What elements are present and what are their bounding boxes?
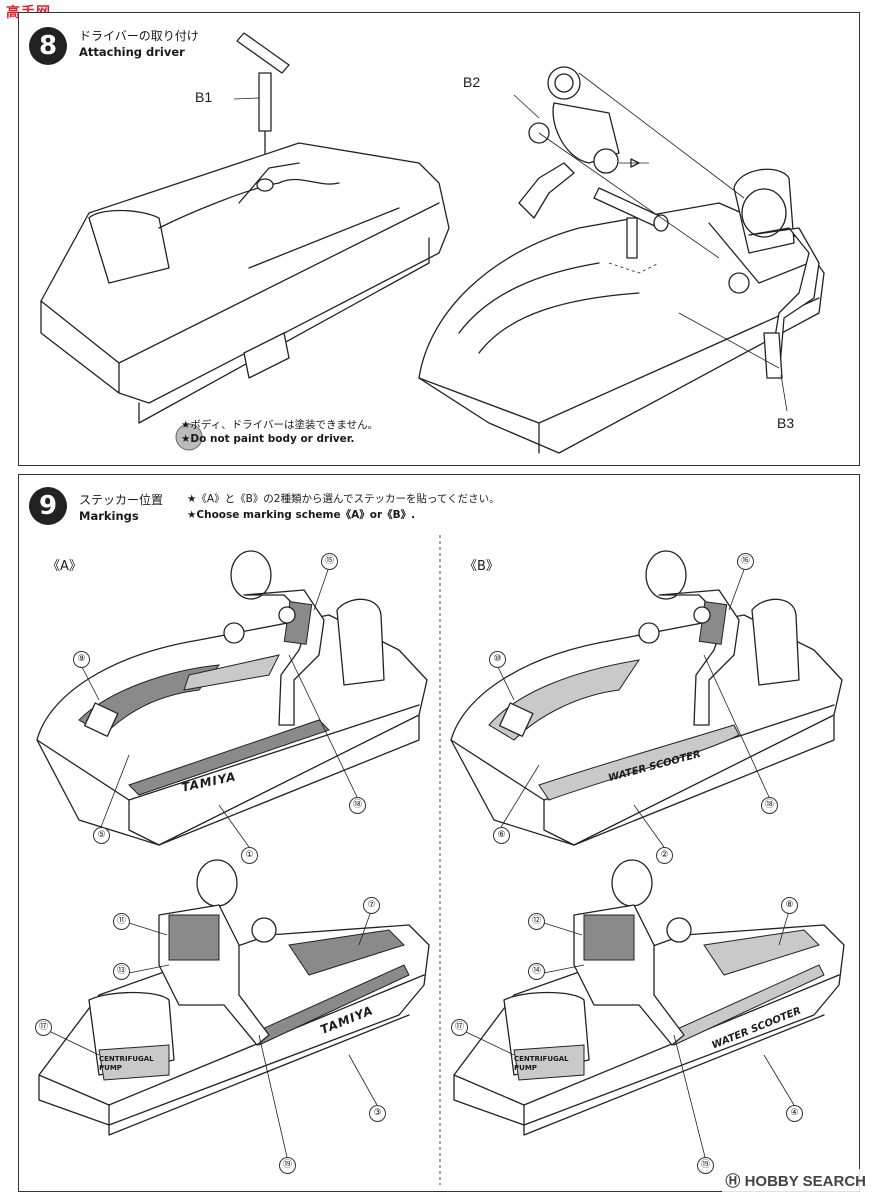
assembly-arrows xyxy=(538,72,780,369)
sticker-callout: ⑭ xyxy=(528,963,545,980)
sticker-callout: ⑮ xyxy=(321,553,338,570)
sticker-callout: ⑱ xyxy=(761,797,778,814)
sticker-callout: ⑥ xyxy=(493,827,510,844)
sticker-callout: ③ xyxy=(369,1105,386,1122)
sticker-callout: ⑩ xyxy=(489,651,506,668)
scheme-b-label: 《B》 xyxy=(464,559,499,574)
step-8-title-jp: ドライバーの取り付け xyxy=(79,29,199,43)
sticker-callout: ⑫ xyxy=(528,913,545,930)
engine-text-b: CENTRIFUGAL PUMP xyxy=(514,1055,569,1072)
hobby-search-text: HOBBY SEARCH xyxy=(744,1173,866,1190)
sticker-callout: ⑪ xyxy=(113,913,130,930)
sticker-callout: ④ xyxy=(786,1105,803,1122)
sticker-callout: ⑧ xyxy=(781,897,798,914)
sticker-callout: ⑨ xyxy=(73,651,90,668)
note-badge-icon xyxy=(175,423,203,451)
sticker-callout: ⑤ xyxy=(93,827,110,844)
handlebar-part xyxy=(593,187,669,259)
sticker-callout: ⑱ xyxy=(349,797,366,814)
sticker-callout: ⑲ xyxy=(279,1157,296,1174)
jet-ski-a-bottom xyxy=(38,859,430,1136)
step-9-title-jp: ステッカー位置 xyxy=(79,493,164,507)
scheme-a-label: 《A》 xyxy=(47,559,82,574)
hobby-search-watermark: Ⓗ HOBBY SEARCH xyxy=(722,1169,869,1192)
sticker-callout: ② xyxy=(656,847,673,864)
part-label-b1: B1 xyxy=(195,89,213,105)
sticker-leader-lines xyxy=(48,566,795,1158)
step-9-note-jp: ★《A》と《B》の2種類から選んでステッカーを貼ってください。 xyxy=(187,493,500,505)
jet-ski-b-top xyxy=(450,550,843,846)
peg-b1-part xyxy=(236,32,290,184)
engine-text-a: CENTRIFUGAL PUMP xyxy=(99,1055,154,1072)
markings-illustrations xyxy=(36,535,845,1185)
sticker-callout: ⑰ xyxy=(35,1019,52,1036)
sticker-callout: ① xyxy=(241,847,258,864)
step-8-title-en: Attaching driver xyxy=(79,45,185,59)
sticker-callout: ⑰ xyxy=(451,1019,468,1036)
driver-b2-part xyxy=(518,66,620,219)
step-9-panel: 9 ステッカー位置 Markings ★《A》と《B》の2種類から選んでステッカ… xyxy=(18,474,860,1192)
step-9-title-en: Markings xyxy=(79,509,139,523)
part-label-b2: B2 xyxy=(463,74,481,90)
sticker-callout: ⑯ xyxy=(737,553,754,570)
jet-ski-body-illustration xyxy=(40,32,825,454)
sticker-callout: ⑲ xyxy=(697,1157,714,1174)
step-number-9: 9 xyxy=(29,487,67,525)
jet-ski-left xyxy=(40,142,450,424)
note-jp: ★ボディ、ドライバーは塗装できません。 xyxy=(181,419,379,431)
sticker-callout: ⑬ xyxy=(113,963,130,980)
jet-ski-b-bottom xyxy=(453,859,845,1136)
step-8-panel: 8 ドライバーの取り付け Attaching driver xyxy=(18,12,860,466)
part-label-b3: B3 xyxy=(777,415,795,431)
sticker-callout: ⑦ xyxy=(363,897,380,914)
step-9-note-en: ★Choose marking scheme《A》or《B》. xyxy=(187,509,416,521)
hobby-search-icon: Ⓗ xyxy=(725,1173,741,1190)
note-en: ★Do not paint body or driver. xyxy=(181,433,355,445)
jet-ski-a-top xyxy=(36,550,428,846)
step-number-8: 8 xyxy=(29,27,67,65)
